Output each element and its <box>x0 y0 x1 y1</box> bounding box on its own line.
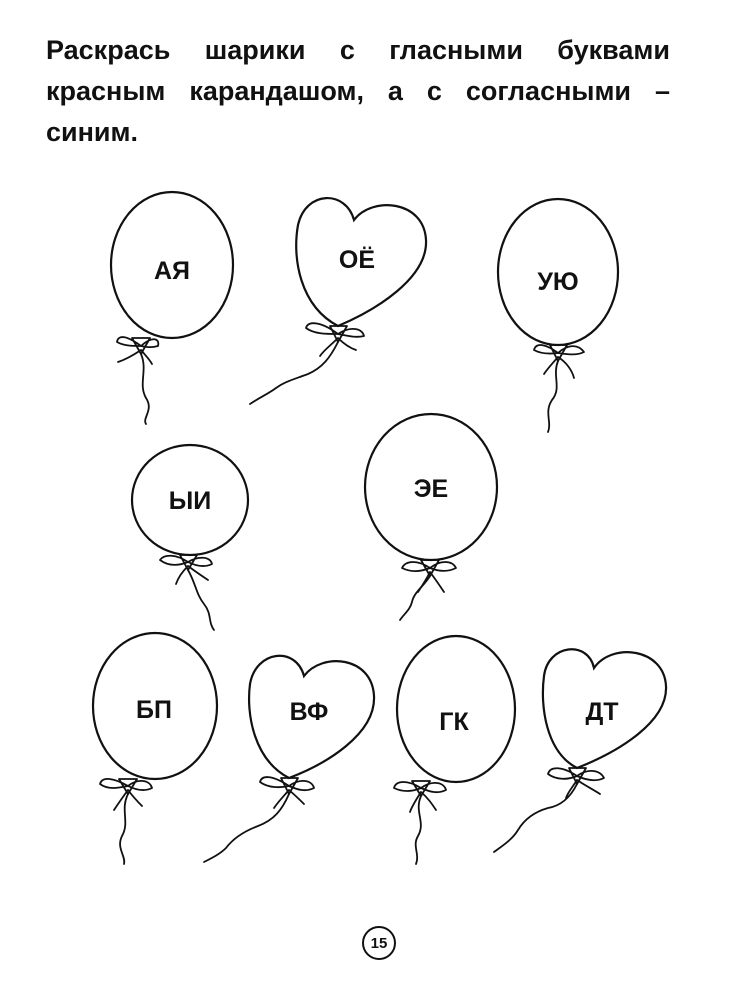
balloon-8-outline <box>395 634 517 784</box>
balloon-6-bow <box>99 778 153 811</box>
balloon-2-letters: ОЁ <box>339 246 375 274</box>
page-number: 15 <box>362 926 396 960</box>
balloon-3-letters: УЮ <box>537 268 578 296</box>
instruction-line-1: Раскрась шарики с гласными буквами <box>46 35 670 65</box>
balloon-3-string <box>547 360 559 433</box>
balloon-8-bow <box>393 780 447 813</box>
balloon-5-string <box>399 575 431 621</box>
balloon-4: ЫИ <box>130 443 250 631</box>
balloon-2: ОЁ <box>249 197 428 405</box>
balloon-1: АЯ <box>109 190 235 425</box>
balloon-7-bow <box>259 776 315 809</box>
balloon-3: УЮ <box>496 197 620 433</box>
balloon-2-bow <box>305 322 365 357</box>
balloon-7-letters: ВФ <box>290 698 329 726</box>
balloon-8: ГК <box>393 634 517 865</box>
balloon-6-outline <box>91 631 219 781</box>
balloon-1-bow <box>116 336 160 365</box>
balloon-9: ДТ <box>493 648 668 853</box>
balloon-7: ВФ <box>203 654 376 863</box>
balloon-9-outline <box>541 648 668 770</box>
balloon-6-letters: БП <box>136 696 172 724</box>
balloon-5-letters: ЭЕ <box>414 475 448 503</box>
balloon-1-string <box>140 353 150 425</box>
balloon-8-letters: ГК <box>439 708 469 736</box>
balloon-7-string <box>203 793 290 863</box>
balloon-2-string <box>249 341 339 405</box>
balloon-7-outline <box>247 654 376 780</box>
instruction-line-3: синим. <box>46 117 138 147</box>
balloon-4-bow <box>159 554 213 585</box>
balloon-4-string <box>187 569 215 631</box>
balloon-4-letters: ЫИ <box>169 487 211 515</box>
instruction-line-2: красным карандашом, а с согласными – <box>46 76 670 106</box>
balloon-6-string <box>119 793 129 865</box>
balloon-3-bow <box>533 344 585 379</box>
instruction-text: Раскрась шарики с гласными буквами красн… <box>46 30 670 153</box>
balloon-1-letters: АЯ <box>154 257 190 285</box>
balloon-5: ЭЕ <box>363 412 499 621</box>
balloon-6: БП <box>91 631 219 865</box>
balloon-9-bow <box>547 767 605 799</box>
balloon-8-string <box>414 795 422 865</box>
balloon-5-bow <box>401 559 457 593</box>
balloon-9-string <box>493 783 578 853</box>
balloon-9-letters: ДТ <box>585 698 618 726</box>
balloon-1-outline <box>109 190 235 340</box>
balloon-2-outline <box>295 197 428 328</box>
